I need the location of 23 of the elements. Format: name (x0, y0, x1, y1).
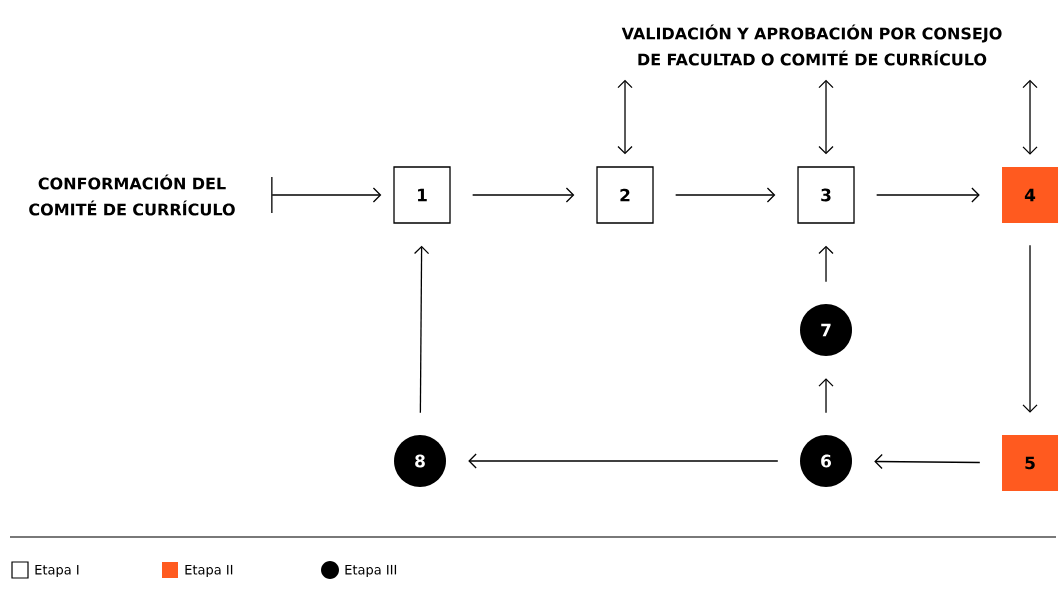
stage-box: 5 (1002, 435, 1058, 491)
arrow (1022, 79, 1038, 155)
arrow (617, 79, 633, 155)
stage-box: 2 (596, 166, 654, 224)
heading-text: VALIDACIÓN Y APROBACIÓN POR CONSEJO DE FACULTAD O COMITÉ DE CURRÍCULO (621, 24, 1002, 66)
arrow (472, 187, 575, 203)
legend-label: Etapa II (185, 564, 233, 578)
arrow (874, 453, 981, 470)
arrow (1022, 244, 1038, 413)
stage-box: 3 (797, 166, 855, 224)
arrow (413, 245, 430, 414)
stage-box: 4 (1002, 167, 1058, 223)
arrow (818, 245, 834, 283)
arrow (468, 453, 779, 469)
legend-label: Etapa I (35, 564, 79, 578)
arrow (818, 79, 834, 155)
legend-label: Etapa III (345, 564, 397, 578)
arrow (271, 176, 382, 214)
arrow (876, 187, 980, 203)
arrow (818, 378, 834, 414)
stage-box: 1 (393, 166, 451, 224)
arrow (675, 187, 776, 203)
heading-text: CONFORMACIÓN DEL COMITÉ DE CURRÍCULO (29, 174, 235, 216)
